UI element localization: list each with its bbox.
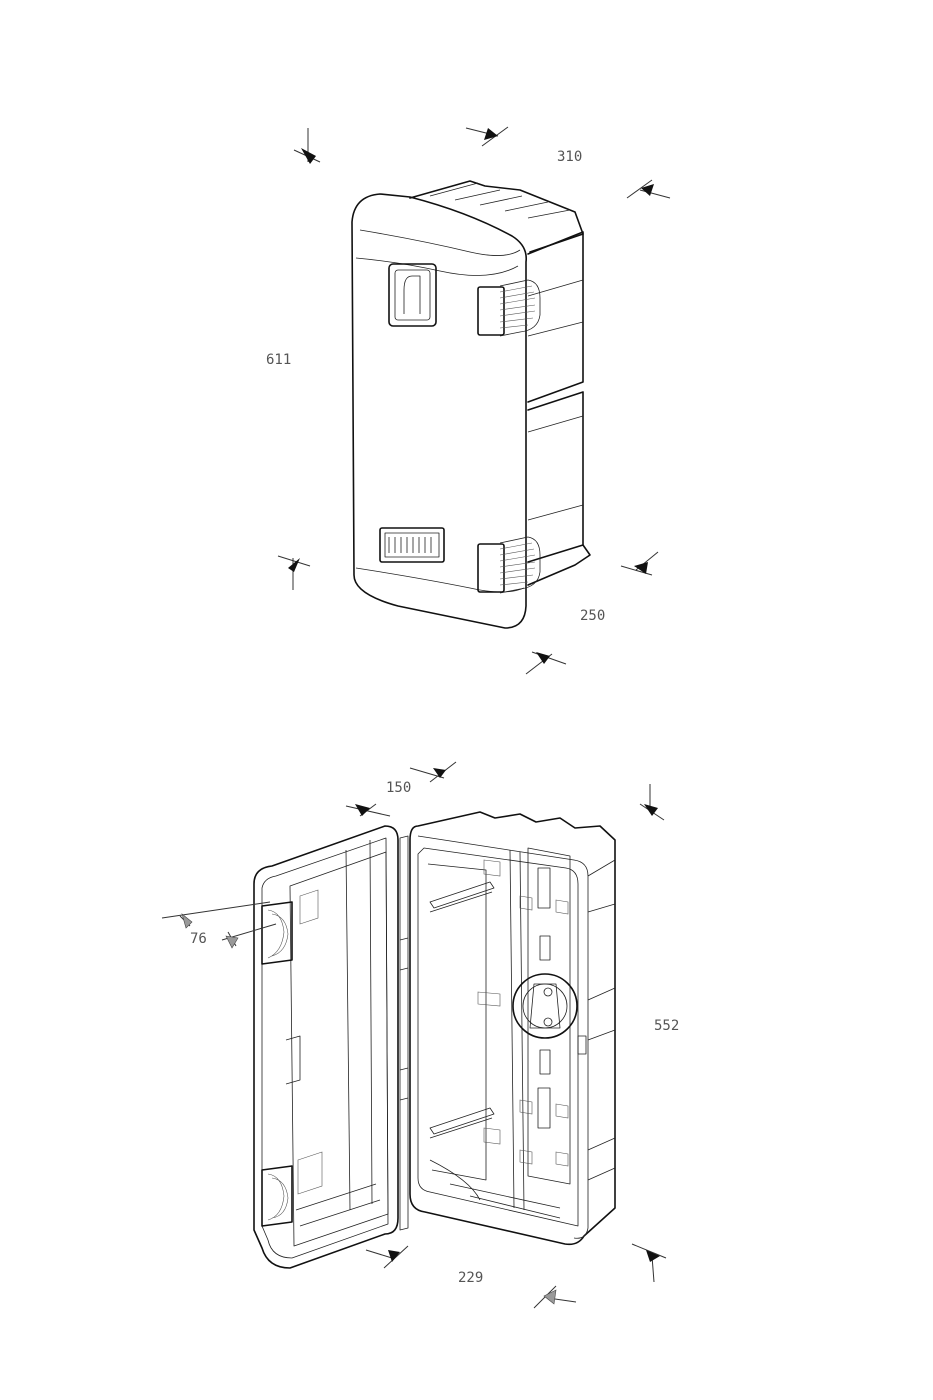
open-door-depth-label: 150 [386,780,411,796]
closed-width-label: 310 [557,149,582,165]
extinguisher-clamp [512,973,578,1039]
upper-latch [477,279,541,337]
open-inner-width-label: 229 [458,1270,483,1286]
open-dimension-arrows [161,761,667,1309]
closed-cabinet-view [351,180,591,629]
closed-height-label: 611 [266,352,291,368]
closed-dimension-arrows [277,126,671,675]
open-inner-height-label: 552 [654,1018,679,1034]
open-door [253,825,399,1269]
hinges [399,835,409,1231]
cabinet-body [409,811,616,1246]
closed-depth-label: 250 [580,608,605,624]
lower-latch [477,536,541,594]
open-cabinet-view [253,811,616,1269]
open-latch-offset-label: 76 [190,931,207,947]
